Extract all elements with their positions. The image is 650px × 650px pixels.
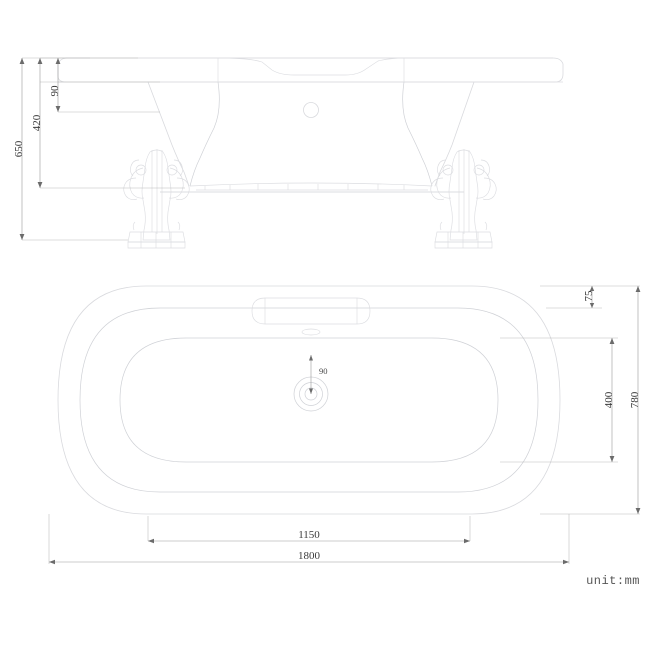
- top-plan-view: 90: [57, 285, 561, 515]
- headrest: [251, 297, 371, 325]
- dim-400-label: 400: [603, 391, 615, 408]
- plan-bottom-dimensions: 1150 1800: [48, 514, 570, 565]
- tub-base: [160, 182, 464, 193]
- dim-1800-label: 1800: [298, 550, 321, 562]
- dim-400: 400: [603, 338, 615, 462]
- tub-body: [147, 81, 475, 187]
- dim-90-elevation-label: 90: [49, 85, 61, 97]
- overflow-hole: [303, 102, 319, 118]
- tub-upper-contour: [217, 57, 405, 76]
- claw-foot-left: [123, 149, 190, 249]
- overflow-slot: [301, 328, 321, 336]
- dim-1150-label: 1150: [298, 529, 320, 541]
- dim-650-label: 650: [13, 140, 25, 157]
- dim-650: 650: [13, 58, 25, 240]
- claw-foot-right: [430, 149, 497, 249]
- unit-note: unit:mm: [586, 574, 640, 588]
- dim-75: 75: [583, 286, 595, 308]
- tub-rim: [57, 57, 564, 83]
- plan-right-dimensions: 75 400 780: [500, 285, 641, 515]
- dim-1150: 1150: [148, 529, 470, 544]
- dim-780: 780: [629, 286, 641, 514]
- dim-420-label: 420: [31, 114, 43, 131]
- dim-90-elevation: 90: [49, 58, 160, 113]
- dim-drain-90: 90: [309, 355, 328, 394]
- side-elevation-view: [57, 57, 564, 249]
- dim-780-label: 780: [629, 391, 641, 408]
- elevation-dimensions: 650 420 90: [13, 57, 185, 241]
- dim-75-label: 75: [583, 290, 595, 302]
- dim-drain-90-label: 90: [319, 366, 328, 376]
- dim-1800: 1800: [49, 550, 569, 565]
- dim-420: 420: [31, 58, 43, 188]
